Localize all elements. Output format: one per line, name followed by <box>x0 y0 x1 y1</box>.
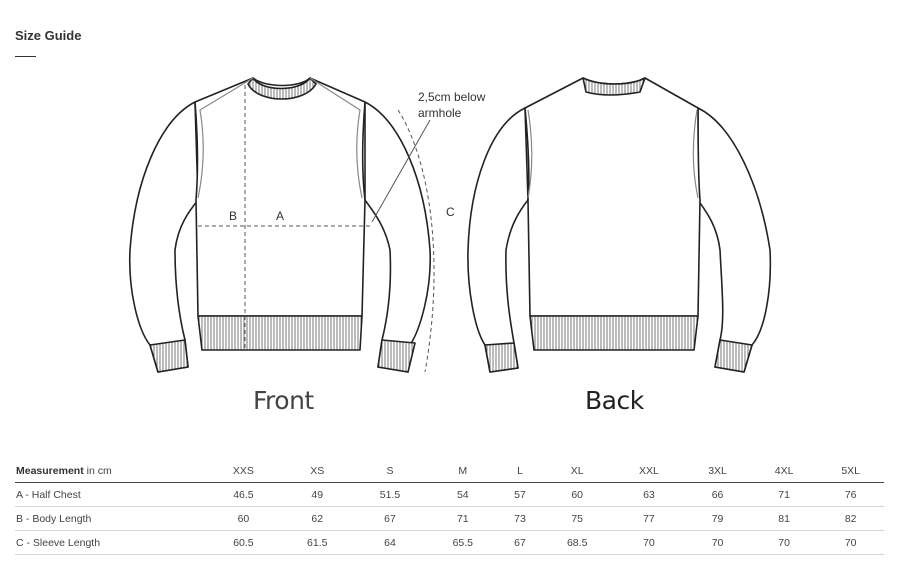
sweatshirt-diagram: B A C 2,5cm below armhole <box>128 77 772 373</box>
measurement-lines <box>198 85 435 373</box>
row-label: A - Half Chest <box>15 482 206 507</box>
marker-c: C <box>446 205 455 219</box>
size-header: XL <box>540 459 614 483</box>
row-label: C - Sleeve Length <box>15 530 206 555</box>
cell: 68.5 <box>540 530 614 555</box>
cell: 54 <box>426 482 500 507</box>
page-title: Size Guide <box>15 28 82 43</box>
cell: 71 <box>750 482 818 507</box>
size-header: 3XL <box>684 459 751 483</box>
cell: 73 <box>499 506 541 531</box>
marker-b: B <box>229 209 237 223</box>
size-table: Measurement in cm XXS XS S M L XL XXL 3X… <box>15 459 884 555</box>
front-sweatshirt <box>128 77 431 373</box>
cell: 60 <box>540 482 614 507</box>
marker-a: A <box>276 209 284 223</box>
size-table-header: Measurement in cm XXS XS S M L XL XXL 3X… <box>15 459 884 483</box>
cell: 46.5 <box>206 482 281 507</box>
cell: 77 <box>613 506 685 531</box>
cell: 70 <box>817 530 884 555</box>
cell: 63 <box>613 482 685 507</box>
cell: 82 <box>817 506 884 531</box>
cell: 64 <box>353 530 427 555</box>
front-label: Front <box>253 386 314 415</box>
cell: 60.5 <box>206 530 281 555</box>
cell: 81 <box>750 506 818 531</box>
table-row: A - Half Chest 46.5 49 51.5 54 57 60 63 … <box>15 482 884 507</box>
cell: 79 <box>684 506 751 531</box>
cell: 70 <box>613 530 685 555</box>
cell: 66 <box>684 482 751 507</box>
annotation-line-1: 2,5cm below <box>418 90 486 104</box>
row-label: B - Body Length <box>15 506 206 531</box>
cell: 71 <box>426 506 500 531</box>
size-header: 4XL <box>750 459 818 483</box>
size-header: XXL <box>613 459 685 483</box>
cell: 76 <box>817 482 884 507</box>
cell: 51.5 <box>353 482 427 507</box>
size-header: XS <box>280 459 354 483</box>
back-sweatshirt <box>467 77 772 373</box>
title-underline <box>15 56 36 57</box>
cell: 49 <box>280 482 354 507</box>
cell: 70 <box>684 530 751 555</box>
size-header: S <box>353 459 427 483</box>
table-row: B - Body Length 60 62 67 71 73 75 77 79 … <box>15 506 884 531</box>
measurement-header: Measurement in cm <box>15 459 206 483</box>
size-header: M <box>426 459 500 483</box>
cell: 61.5 <box>280 530 354 555</box>
size-header: 5XL <box>817 459 884 483</box>
cell: 67 <box>499 530 541 555</box>
cell: 62 <box>280 506 354 531</box>
cell: 70 <box>750 530 818 555</box>
table-row: C - Sleeve Length 60.5 61.5 64 65.5 67 6… <box>15 530 884 555</box>
annotation-line-2: armhole <box>418 106 462 120</box>
cell: 67 <box>353 506 427 531</box>
size-header: L <box>499 459 541 483</box>
cell: 60 <box>206 506 281 531</box>
cell: 75 <box>540 506 614 531</box>
cell: 65.5 <box>426 530 500 555</box>
size-header: XXS <box>206 459 281 483</box>
back-label: Back <box>585 386 644 415</box>
cell: 57 <box>499 482 541 507</box>
